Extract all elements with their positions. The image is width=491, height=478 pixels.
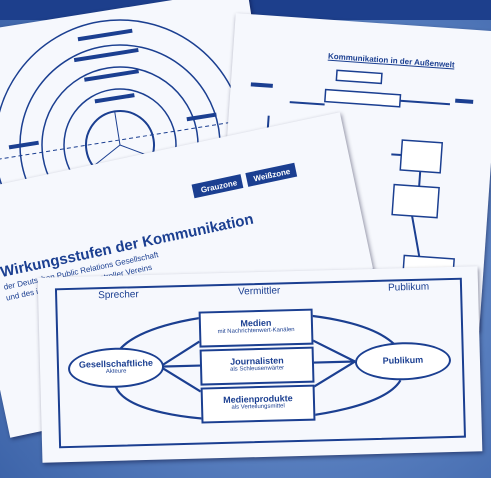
communication-diagram-sheet: Sprecher Vermittler Publikum Gesellschaf… [37,266,483,463]
node-medien: Medien mit Nachrichtenwert-Kanälen [198,308,314,348]
node-medien-subtitle: mit Nachrichtenwert-Kanälen [217,327,295,336]
node-right-title: Publikum [382,354,424,366]
zone-label-vermittler: Vermittler [237,285,281,298]
node-medienprodukte-subtitle: als Verteilungsmittel [231,403,285,411]
flowchart-graphic [250,69,474,282]
diagram-frame-graphic [54,277,466,449]
zone-label-sprecher: Sprecher [97,289,139,302]
node-medienprodukte: Medienprodukte als Verteilungsmittel [200,384,316,424]
flowchart-sheet: Kommunikation in der Außenwelt [214,13,491,331]
node-journalisten-subtitle: als Schleusenwärter [230,365,285,373]
zone-label-publikum: Publikum [387,281,430,294]
node-journalisten: Journalisten als Schleusenwärter [199,346,315,386]
